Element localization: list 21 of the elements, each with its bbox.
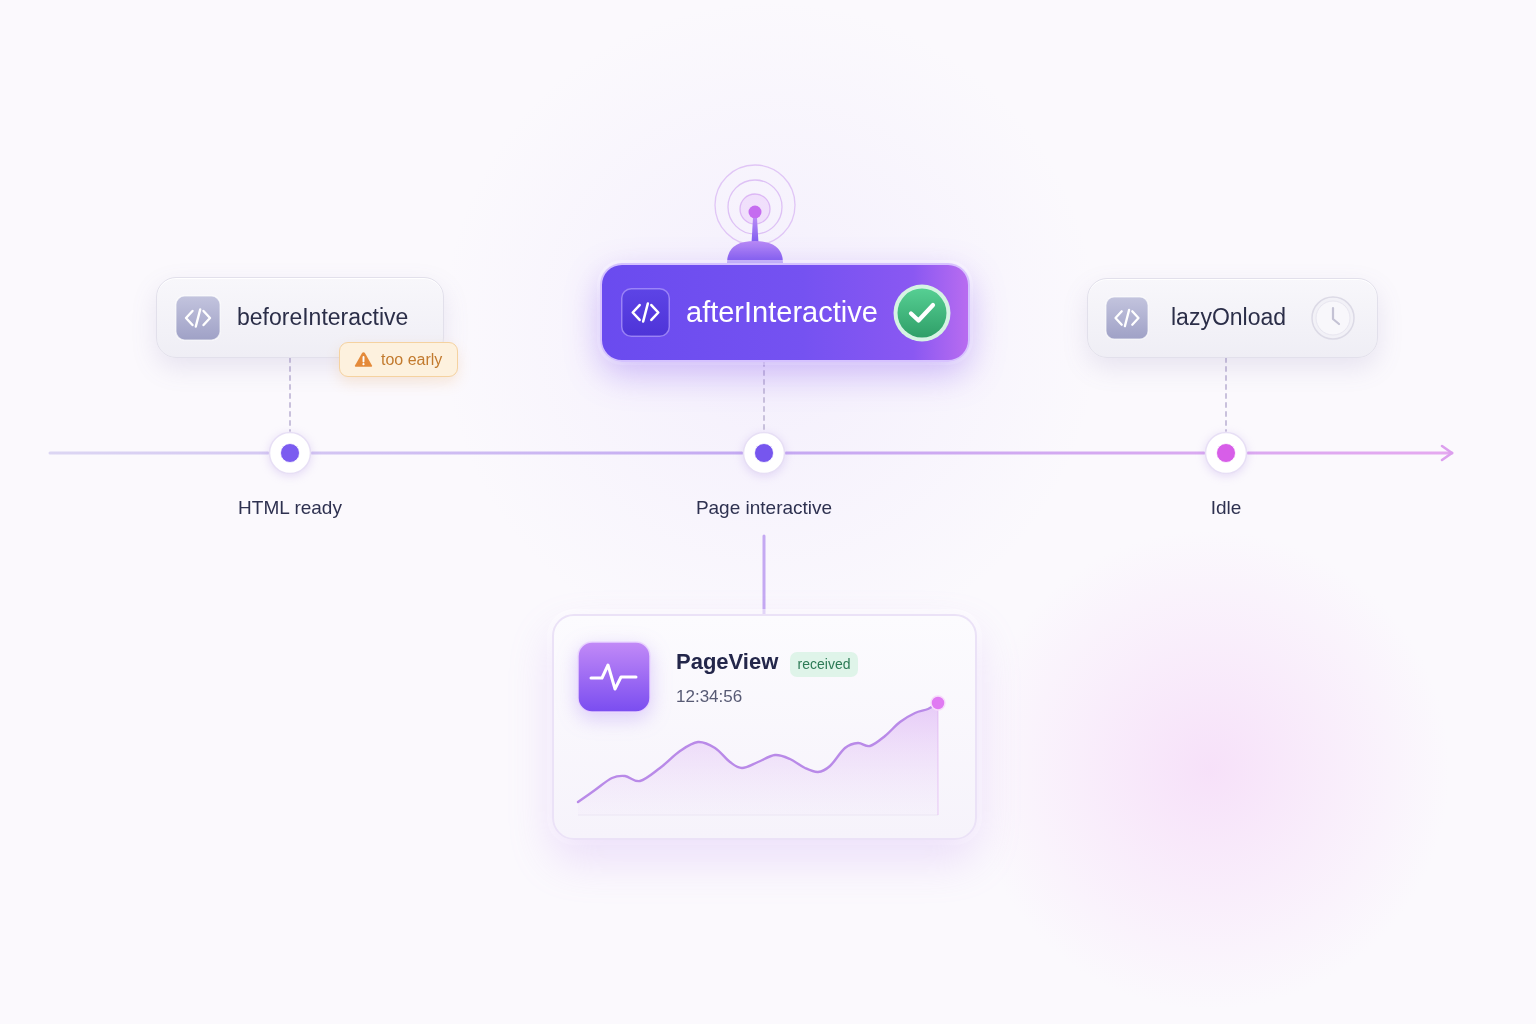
event-title: PageView: [676, 649, 779, 676]
strategy-name: lazyOnload: [1171, 304, 1287, 332]
warning-text: too early: [381, 350, 443, 369]
connector-line: [762, 534, 766, 616]
milestone-label: Page interactive: [695, 497, 833, 519]
strategy-card: [1087, 278, 1378, 358]
milestone-label: Idle: [1210, 497, 1242, 519]
event-time: 12:34:56: [676, 687, 743, 708]
event-card: [552, 614, 977, 840]
warning-badge: [339, 342, 458, 377]
strategy-name: afterInteractive: [686, 295, 878, 330]
dotted-connector: [763, 361, 765, 432]
timeline-line: [310, 451, 744, 455]
dotted-connector: [289, 357, 291, 432]
status-badge: received: [790, 652, 858, 677]
timeline-line: [784, 451, 1206, 455]
milestone-label: HTML ready: [238, 497, 342, 519]
strategy-name: beforeInteractive: [237, 303, 409, 332]
timeline-line: [48, 451, 270, 455]
dotted-connector: [1225, 357, 1227, 432]
timeline-line: [1246, 444, 1454, 462]
